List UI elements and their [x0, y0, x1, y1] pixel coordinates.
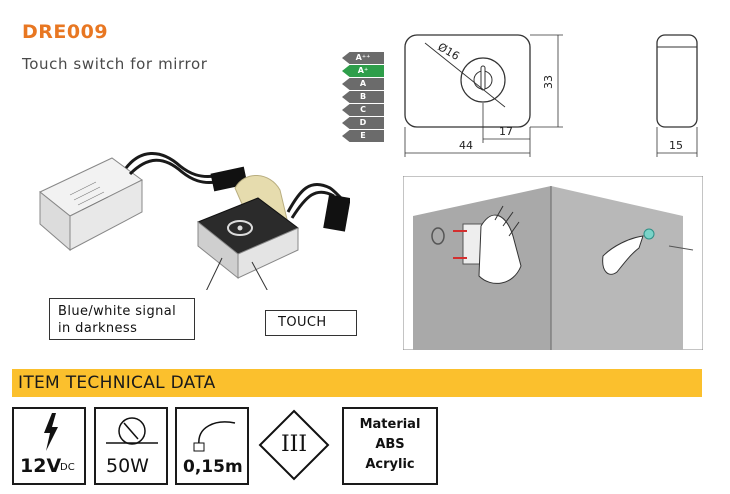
material-label: Material	[359, 417, 421, 432]
energy-class-scale: A⁺⁺ A⁺ A B C D E	[342, 52, 386, 146]
spec-protection-class: III	[258, 409, 330, 481]
material-line1: ABS	[375, 437, 405, 452]
front-view-drawing: Ø16 33 17 44	[404, 34, 563, 157]
material-line2: Acrylic	[365, 457, 415, 472]
power-value: 50W	[106, 455, 149, 477]
product-code: DRE009	[22, 21, 109, 43]
product-illustration	[39, 152, 350, 290]
energy-class-app: A⁺⁺	[342, 52, 384, 64]
spec-cable: 0,15m	[175, 407, 249, 485]
protection-class-value: III	[280, 432, 308, 457]
dim-height: 33	[542, 75, 555, 89]
signal-callout: Blue/white signal in darkness	[49, 298, 195, 340]
voltage-unit: DC	[60, 462, 75, 473]
section-title: ITEM TECHNICAL DATA	[18, 373, 216, 393]
cable-length: 0,15m	[183, 457, 243, 477]
dim-width: 44	[459, 139, 473, 152]
dim-diameter: Ø16	[436, 40, 462, 63]
energy-class-c: C	[342, 104, 384, 116]
touch-callout: TOUCH	[265, 310, 357, 336]
spec-voltage: 12V DC	[12, 407, 86, 485]
spec-power: 50W	[94, 407, 168, 485]
voltage-value: 12V	[20, 455, 62, 477]
dim-offset: 17	[499, 125, 513, 138]
class-diamond-icon	[258, 409, 330, 481]
energy-class-d: D	[342, 117, 384, 129]
lightning-icon	[44, 413, 58, 451]
energy-class-a: A	[342, 78, 384, 90]
product-subtitle: Touch switch for mirror	[22, 55, 208, 73]
energy-class-b: B	[342, 91, 384, 103]
energy-class-e: E	[342, 130, 384, 142]
energy-class-ap: A⁺	[342, 65, 384, 77]
dim-depth: 15	[669, 139, 683, 152]
cable-icon	[193, 421, 236, 452]
power-meter-icon	[106, 417, 158, 445]
section-band	[12, 369, 702, 397]
spec-material: Material ABS Acrylic	[342, 407, 438, 485]
mirror-usage-illustration	[403, 176, 703, 350]
side-view-drawing: 15	[656, 34, 698, 157]
